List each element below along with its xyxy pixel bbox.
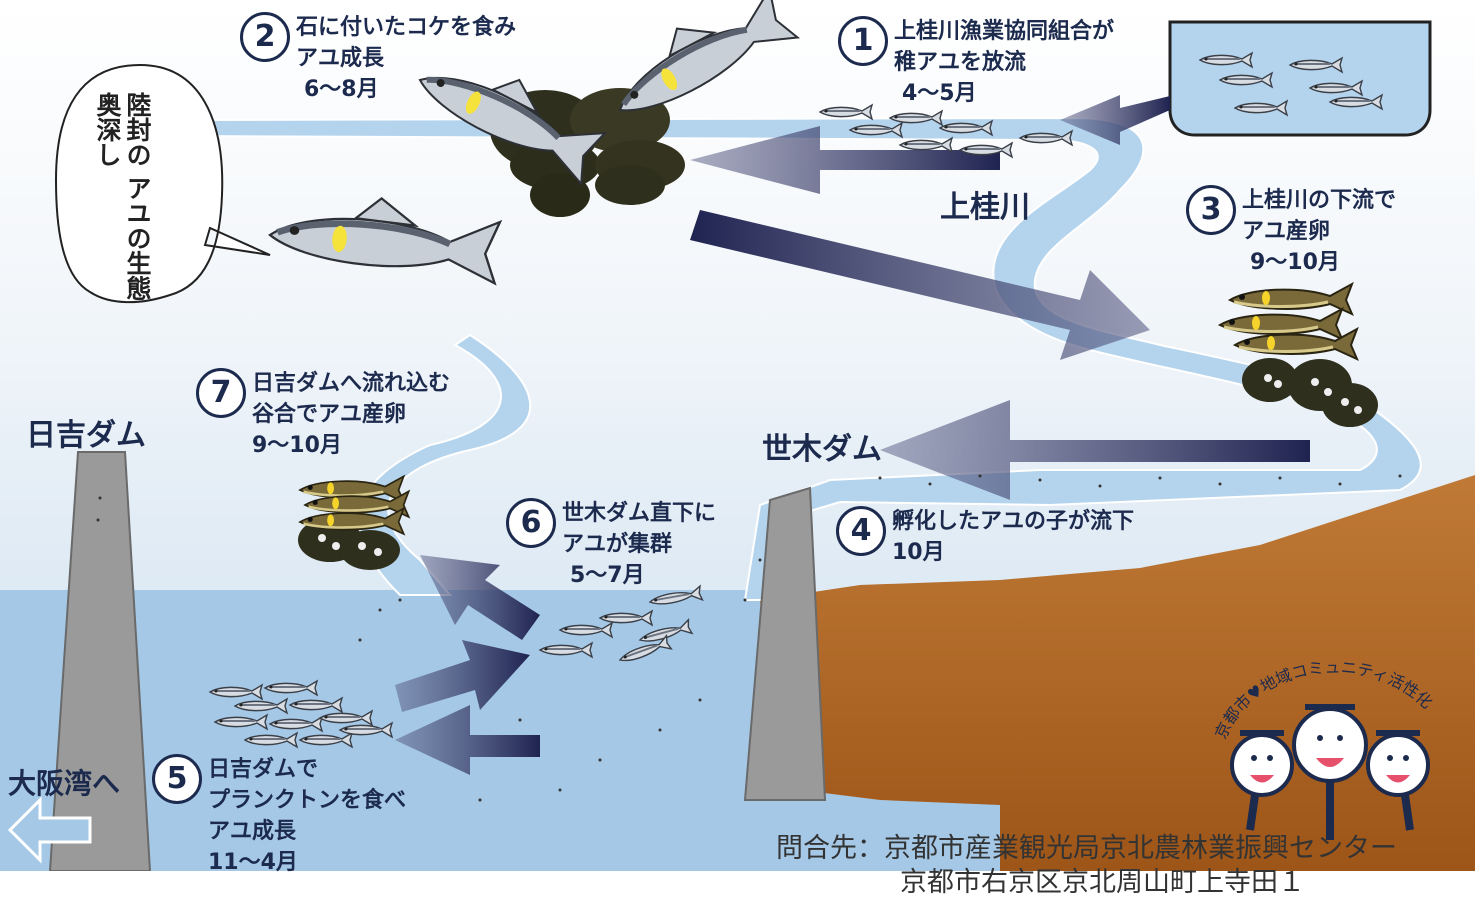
release-tank bbox=[1168, 20, 1432, 137]
step6-line2: アユが集群 bbox=[562, 532, 673, 557]
step5-month: 11～4月 bbox=[208, 850, 298, 875]
step7-month: 9～10月 bbox=[252, 433, 342, 458]
step6-month: 5～7月 bbox=[570, 563, 645, 588]
step7-line2: 谷合でアユ産卵 bbox=[252, 402, 407, 427]
segi-dam bbox=[743, 486, 827, 801]
place-upper-katsura: 上桂川 bbox=[940, 190, 1030, 225]
step3-line2: アユ産卵 bbox=[1242, 219, 1331, 244]
step2-label: 2 石に付いたコケを食み アユ成長 6～8月 bbox=[240, 12, 516, 105]
speech-bubble bbox=[54, 63, 271, 304]
step-number: 4 bbox=[836, 506, 886, 556]
step-number: 1 bbox=[838, 16, 888, 66]
step3-line1: 上桂川の下流で bbox=[1242, 188, 1397, 213]
hiyoshi-dam bbox=[48, 451, 152, 871]
larvae-dots bbox=[96, 474, 1402, 802]
step6-label: 6 世木ダム直下に アユが集群 5～7月 bbox=[506, 498, 716, 591]
contact-line1: 問合先：京都市産業観光局京北農林業振興センター bbox=[776, 833, 1397, 864]
place-osaka-bay: 大阪湾へ bbox=[8, 767, 121, 800]
step2-line1: 石に付いたコケを食み bbox=[296, 15, 517, 40]
step-number: 2 bbox=[240, 12, 290, 62]
step-number: 7 bbox=[196, 368, 246, 418]
contact-line2: 京都市右京区京北周山町上寺田１ bbox=[900, 867, 1305, 898]
ground bbox=[760, 475, 1475, 871]
step4-line2: 10月 bbox=[892, 540, 945, 565]
step3-month: 9～10月 bbox=[1250, 250, 1340, 275]
egg-cluster-icon bbox=[1242, 358, 1378, 427]
place-segi-dam: 世木ダム bbox=[762, 432, 882, 467]
ayu-lifecycle-diagram: 京都市♥地域コミュニティ活性化 bbox=[0, 0, 1475, 871]
step5-line1: 日吉ダムで bbox=[208, 757, 319, 782]
step6-line1: 世木ダム直下に bbox=[562, 501, 717, 526]
step7-label: 7 日吉ダムへ流れ込む 谷合でアユ産卵 9～10月 bbox=[196, 368, 450, 461]
step5-line2: プランクトンを食べ bbox=[208, 788, 407, 813]
step3-label: 3 上桂川の下流で アユ産卵 9～10月 bbox=[1186, 185, 1396, 278]
place-hiyoshi-dam: 日吉ダム bbox=[26, 418, 146, 453]
valley-stream bbox=[357, 333, 531, 596]
speech-text: 陸封の アユの生態 奥深し bbox=[93, 92, 152, 301]
arrow-icon bbox=[7, 95, 1310, 864]
step4-line1: 孵化したアユの子が流下 bbox=[892, 509, 1135, 534]
step4-label: 4 孵化したアユの子が流下 10月 bbox=[836, 506, 1134, 568]
step5-label: 5 日吉ダムで プランクトンを食べ アユ成長 11～4月 bbox=[152, 754, 406, 878]
step1-label: 1 上桂川漁業協同組合が 稚アユを放流 4～5月 bbox=[838, 16, 1114, 109]
step-number: 6 bbox=[506, 498, 556, 548]
step5-line3: アユ成長 bbox=[208, 819, 297, 844]
step7-line1: 日吉ダムへ流れ込む bbox=[252, 371, 451, 396]
step2-month: 6～8月 bbox=[304, 77, 379, 102]
step1-line2: 稚アユを放流 bbox=[894, 50, 1027, 75]
step2-line2: アユ成長 bbox=[296, 46, 385, 71]
step-number: 5 bbox=[152, 754, 202, 804]
step-number: 3 bbox=[1186, 185, 1236, 235]
step1-month: 4～5月 bbox=[902, 81, 977, 106]
step1-line1: 上桂川漁業協同組合が bbox=[894, 19, 1115, 44]
